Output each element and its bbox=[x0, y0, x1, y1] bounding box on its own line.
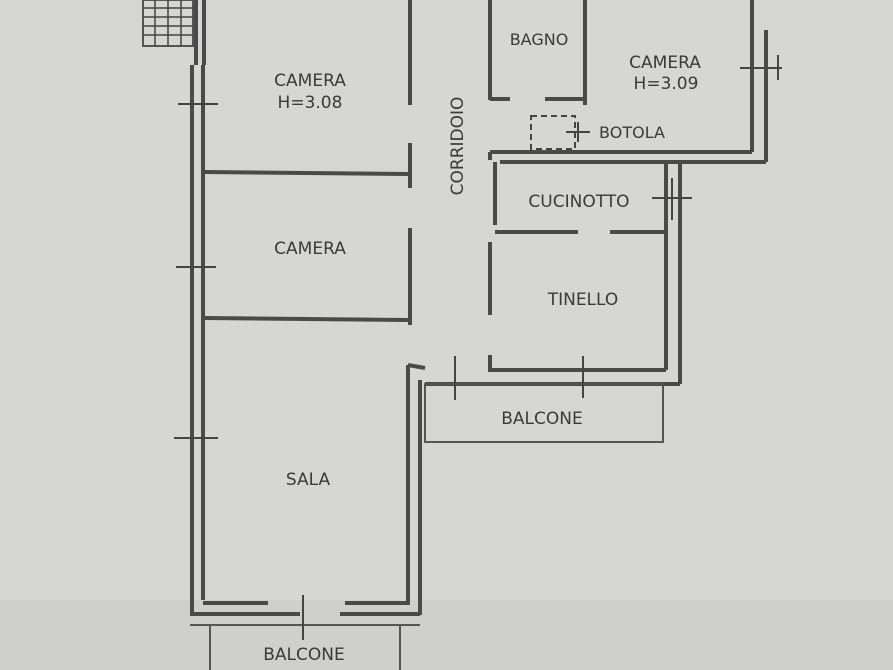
exterior-walls bbox=[190, 0, 426, 616]
balcone-mid-outline bbox=[424, 383, 664, 443]
bagno-label: BAGNO bbox=[510, 30, 569, 49]
camera-1-label: CAMERA bbox=[274, 71, 346, 91]
botola-hatch bbox=[530, 115, 590, 150]
paper-bottom-shadow bbox=[0, 600, 893, 670]
sala-label: SALA bbox=[286, 470, 331, 490]
balcone-bottom-label: BALCONE bbox=[263, 645, 344, 665]
balcone-bottom-outline bbox=[190, 624, 420, 670]
camera-3-label: CAMERA bbox=[629, 53, 701, 73]
tinello-label: TINELLO bbox=[547, 290, 619, 310]
corridoio-label: CORRIDOIO bbox=[448, 97, 468, 196]
camera-3-height: H=3.09 bbox=[634, 74, 699, 94]
balcone-mid-label: BALCONE bbox=[501, 409, 582, 429]
camera-1-height: H=3.08 bbox=[278, 93, 343, 113]
cucinotto-label: CUCINOTTO bbox=[528, 192, 629, 212]
botola-label: BOTOLA bbox=[599, 123, 665, 142]
camera-2-label: CAMERA bbox=[274, 239, 346, 259]
window-markers bbox=[174, 55, 782, 640]
staircase bbox=[142, 0, 194, 47]
